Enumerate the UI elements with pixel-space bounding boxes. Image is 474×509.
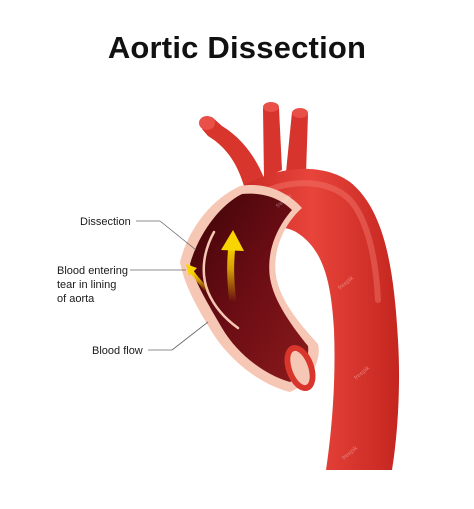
label-dissection: Dissection bbox=[80, 216, 131, 228]
left-carotid-opening bbox=[263, 102, 279, 112]
arch-highlight bbox=[265, 180, 381, 303]
dissection-leader-diag bbox=[159, 220, 197, 251]
tear-entry-arrowhead bbox=[186, 264, 197, 276]
label-blood-entering-3: of aorta bbox=[57, 293, 95, 305]
tear-entry-arrow bbox=[190, 270, 210, 294]
brachiocephalic-artery bbox=[202, 117, 264, 186]
flow-arrows bbox=[186, 230, 244, 306]
aorta-lumen bbox=[190, 193, 309, 382]
branch-vessels bbox=[199, 102, 308, 186]
blood-flow-arrowhead bbox=[221, 230, 244, 251]
diagram-title: Aortic Dissection bbox=[107, 30, 367, 65]
blood-flow-arrow bbox=[227, 242, 237, 306]
left-subclavian-opening bbox=[292, 108, 308, 118]
aorta-cut-inner bbox=[290, 350, 310, 386]
left-subclavian-artery bbox=[286, 112, 308, 174]
left-carotid-artery bbox=[263, 108, 282, 178]
brachiocephalic-opening bbox=[199, 116, 215, 130]
label-blood-entering-1: Blood entering bbox=[57, 265, 128, 277]
label-blood-entering-2: tear in lining bbox=[57, 279, 116, 291]
blood-flow-leader-diag bbox=[171, 321, 209, 351]
aortic-arch bbox=[240, 168, 400, 470]
label-blood-flow: Blood flow bbox=[92, 345, 143, 357]
